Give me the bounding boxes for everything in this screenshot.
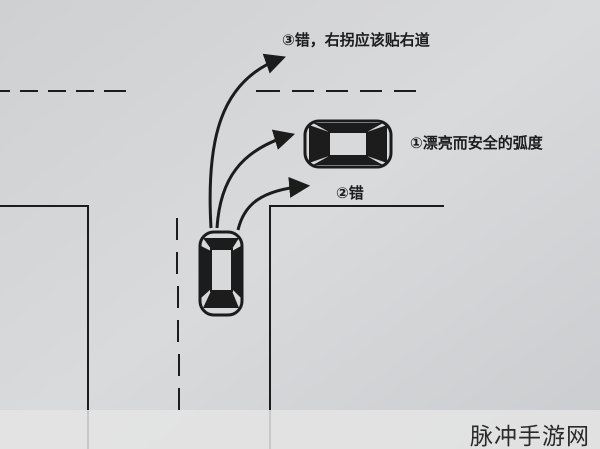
label-option-1: ①漂亮而安全的弧度 xyxy=(410,134,544,152)
road-edge-right xyxy=(269,205,444,449)
car-target-icon xyxy=(303,119,393,169)
car-start-icon xyxy=(198,230,244,317)
label-option-2: ②错 xyxy=(336,184,364,202)
road-edge-left xyxy=(0,205,89,449)
watermark-text: 脉冲手游网 xyxy=(470,424,590,449)
watermark-bar: 脉冲手游网 xyxy=(0,410,600,449)
arrow-path-3-wide-turn xyxy=(208,53,286,229)
arrow-path-1-correct-arc xyxy=(215,129,296,229)
dashed-lane-line-vertical xyxy=(176,218,180,410)
label-option-3: ③错，右拐应该贴右道 xyxy=(282,31,430,49)
arrow-path-2-tight-turn xyxy=(236,177,311,231)
